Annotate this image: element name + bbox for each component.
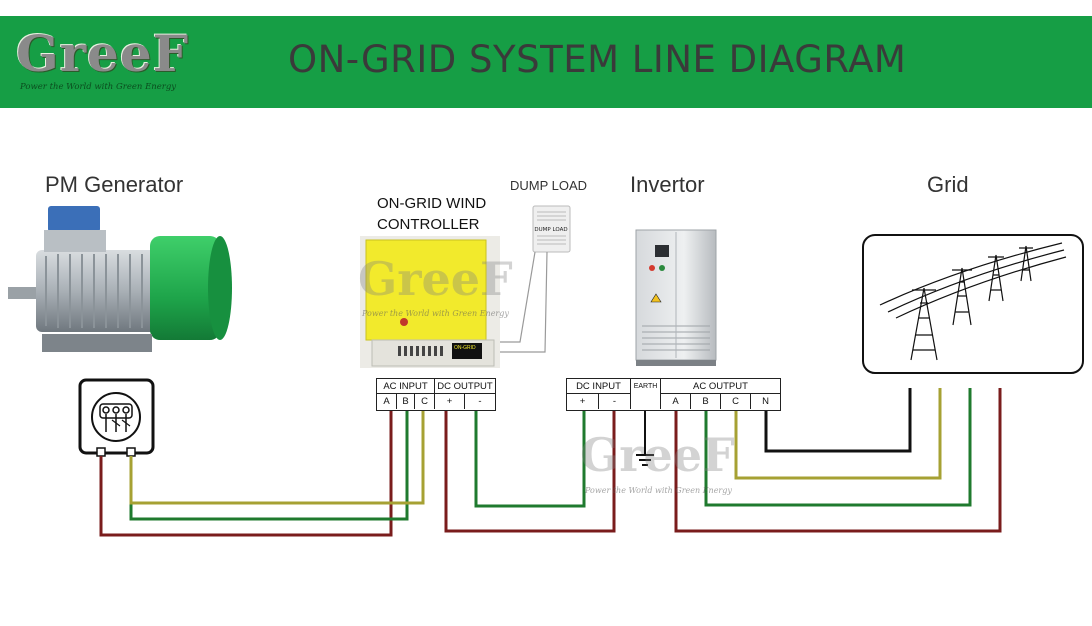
logo-tagline: Power the World with Green Energy — [20, 82, 177, 92]
greef-logo: GreeF Power the World with Green Energy — [12, 22, 212, 102]
dc-input-pin-plus: + — [567, 394, 599, 409]
controller-terminal-block: AC INPUT DC OUTPUT A B C + - — [376, 378, 496, 411]
dc-output-pin-minus: - — [478, 396, 482, 407]
grid-label: Grid — [927, 172, 969, 197]
inverter-image — [635, 229, 717, 366]
dump-load-label: DUMP LOAD — [510, 178, 588, 193]
pm-generator-image — [8, 206, 232, 352]
ac-input-header: AC INPUT — [377, 379, 435, 394]
generator-terminal-box — [78, 378, 155, 457]
dump-load-device-text: DUMP LOAD — [534, 227, 567, 233]
watermark-tagline-1: Power the World with Green Energy — [362, 309, 509, 318]
wire-gen-red — [99, 410, 393, 537]
wire-ac-n-black — [764, 388, 912, 453]
inverter-terminal-block: DC INPUT EARTH AC OUTPUT + - A B C N — [566, 378, 781, 411]
ac-output-pin-a: A — [661, 394, 691, 409]
wire-dc-green — [474, 410, 586, 508]
ac-output-pin-n: N — [762, 396, 769, 407]
controller-label: ON-GRID WIND CONTROLLER — [377, 195, 487, 233]
logo-wordmark: GreeF — [16, 24, 190, 83]
ac-output-pin-c: C — [721, 394, 751, 409]
header-bar: GreeF Power the World with Green Energy … — [0, 16, 1092, 108]
diagram-title: ON-GRID SYSTEM LINE DIAGRAM — [288, 38, 907, 81]
ac-input-pin-b: B — [397, 394, 415, 409]
wire-gen-yellow — [129, 410, 425, 505]
wire-ac-a-red — [674, 388, 1002, 533]
dc-output-header: DC OUTPUT — [435, 379, 495, 394]
ac-input-pin-a: A — [377, 394, 397, 409]
watermark-logo-2: GreeF — [580, 428, 735, 482]
wire-ac-b-green — [704, 388, 972, 507]
ac-output-pin-b: B — [691, 394, 721, 409]
controller-lcd-text: ON-GRID — [454, 345, 476, 351]
ac-input-pin-c: C — [415, 394, 435, 409]
earth-symbol — [636, 454, 654, 466]
earth-header: EARTH — [631, 379, 661, 409]
watermark-tagline-2: Power the World with Green Energy — [585, 486, 732, 495]
wire-ac-c-yellow — [734, 388, 942, 480]
grid-image — [862, 234, 1084, 374]
inverter-label: Invertor — [630, 172, 705, 197]
controller-image — [360, 236, 500, 368]
watermark-logo-1: GreeF — [358, 252, 513, 306]
dc-output-pin-plus: + — [435, 394, 465, 409]
wire-dc-red — [444, 410, 616, 533]
generator-label: PM Generator — [45, 172, 184, 197]
dc-input-header: DC INPUT — [567, 379, 631, 394]
ac-output-header: AC OUTPUT — [661, 379, 780, 394]
dump-load-image: DUMP LOAD — [500, 205, 571, 353]
dc-input-pin-minus: - — [599, 394, 631, 409]
